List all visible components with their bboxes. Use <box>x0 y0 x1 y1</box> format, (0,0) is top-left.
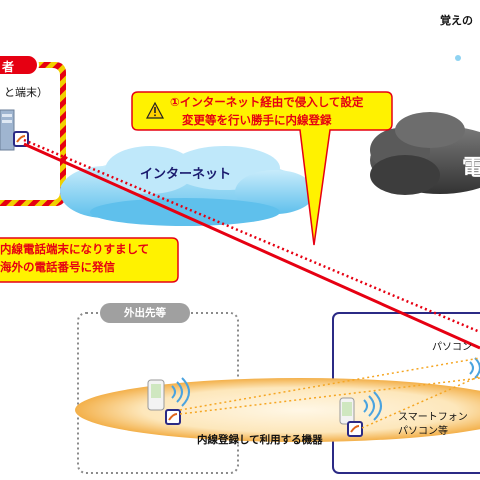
wireless-signal-icon <box>171 377 190 407</box>
outside-box-label: 外出先等 <box>124 307 166 319</box>
phone-network-cloud <box>370 112 480 195</box>
callout-1-marker: ① <box>170 95 180 109</box>
internet-cloud <box>60 146 315 226</box>
attacker-computer-icon <box>0 109 15 151</box>
mobile-phone-icon <box>147 379 165 411</box>
callout-1 <box>131 91 393 246</box>
attacker-device-label: と端末） <box>4 86 48 99</box>
registration-line-3 <box>361 375 480 429</box>
smartphone-icon <box>339 397 355 425</box>
callout-2-line1: 内線電話端末になりすまして <box>0 242 150 256</box>
warning-icon <box>146 101 164 119</box>
internet-label: インターネット <box>140 167 232 182</box>
wireless-signal-icon-office <box>363 391 382 421</box>
top-right-label: 覚えの <box>440 14 473 27</box>
wireless-signal-icon-pc <box>469 357 480 379</box>
attack-solid-line <box>23 142 480 350</box>
attacker-box <box>0 54 66 206</box>
callout-1-line2: 変更等を行い勝手に内線登録 <box>182 113 332 127</box>
office-smartphone-label-1: スマートフォン <box>398 412 468 423</box>
callout-1-line1: ①インターネット経由で侵入して設定 <box>170 94 363 111</box>
phone-network-label: 電 <box>462 156 480 181</box>
decorative-dot <box>455 55 461 61</box>
registration-line-2 <box>179 377 480 415</box>
registration-line-pc <box>179 357 480 411</box>
office-smartphone-label-2: パソコン等 <box>398 426 448 437</box>
extension-phone-icon-office <box>347 421 363 437</box>
extension-ellipse <box>75 378 480 442</box>
outside-box-pill <box>100 303 190 323</box>
extension-phone-icon-outside <box>165 409 181 425</box>
office-pc-label: パソコン <box>432 342 472 353</box>
callout-2-line2: 海外の電話番号に発信 <box>0 260 115 274</box>
callout-1-text-1: インターネット経由で侵入して設定 <box>179 95 364 109</box>
attacker-label: 者 <box>2 60 15 74</box>
callout-2 <box>0 237 179 283</box>
attacker-phone-icon <box>13 131 29 147</box>
extension-ellipse-label: 内線登録して利用する機器 <box>197 434 323 446</box>
